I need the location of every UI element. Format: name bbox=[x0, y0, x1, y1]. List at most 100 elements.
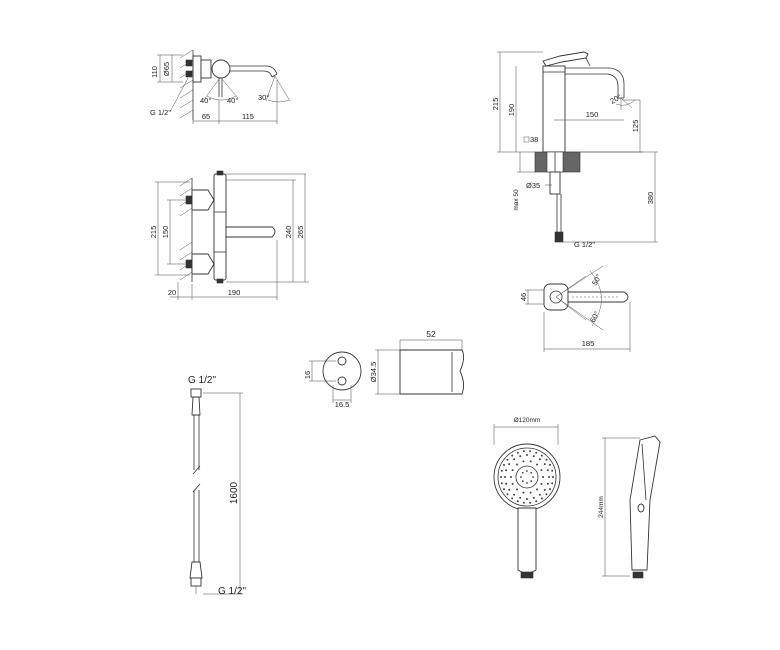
shower-diameter-label: Ø120mm bbox=[514, 417, 541, 424]
spray-nozzle bbox=[552, 476, 554, 478]
thread-label: G 1/2" bbox=[150, 108, 171, 117]
spray-nozzle bbox=[551, 482, 554, 485]
spray-nozzle bbox=[511, 482, 514, 485]
spray-nozzles bbox=[500, 450, 554, 504]
dim-190: 190 bbox=[228, 288, 241, 297]
basin-mixer-drawing: 20° 215 190 38 150 125 max 50 Ø35 bbox=[491, 51, 658, 249]
spray-nozzle bbox=[535, 500, 538, 503]
spray-nozzle bbox=[529, 450, 532, 453]
shower-head-face bbox=[493, 443, 561, 511]
dim-d35: Ø35 bbox=[526, 181, 540, 190]
spray-nozzle bbox=[540, 482, 543, 485]
basin-thread-label: G 1/2" bbox=[574, 240, 595, 249]
dim-190: 190 bbox=[507, 104, 516, 117]
spray-nozzle bbox=[508, 463, 511, 466]
thermo-body bbox=[213, 173, 227, 281]
spray-nozzle bbox=[522, 501, 525, 504]
spray-nozzle bbox=[503, 463, 505, 466]
spray-nozzle bbox=[532, 496, 535, 499]
dim-d65: Ø65 bbox=[162, 62, 171, 76]
spray-nozzle bbox=[513, 493, 516, 496]
spray-nozzle bbox=[520, 476, 522, 478]
spray-nozzle bbox=[516, 488, 518, 491]
spray-nozzle bbox=[545, 493, 548, 496]
spray-nozzle bbox=[535, 451, 538, 454]
dim-46: 46 bbox=[519, 293, 528, 301]
spray-nozzle bbox=[526, 470, 528, 472]
dim-20: 20 bbox=[168, 288, 176, 297]
spray-nozzle bbox=[513, 458, 516, 461]
spray-nozzle bbox=[542, 476, 544, 478]
dim-150: 150 bbox=[161, 226, 170, 239]
hose-end bbox=[554, 231, 564, 243]
spray-nozzle bbox=[503, 488, 505, 491]
eccentric-bottom bbox=[191, 253, 215, 275]
spray-nozzle bbox=[519, 455, 522, 458]
spray-nozzle bbox=[516, 451, 519, 454]
spray-nozzle bbox=[522, 491, 525, 494]
shower-hose-drawing: G 1/2" 1600 G 1/2" bbox=[188, 375, 246, 597]
shower-height: 244mm bbox=[598, 496, 605, 518]
spray-nozzle bbox=[500, 482, 503, 485]
spray-nozzle bbox=[536, 488, 538, 491]
spray-nozzle bbox=[526, 482, 528, 484]
dim-380: 380 bbox=[646, 192, 655, 205]
mixer-body bbox=[542, 65, 566, 153]
dim-d34-5: Ø34.5 bbox=[369, 362, 378, 382]
spray-nozzle bbox=[505, 482, 508, 485]
dim-215: 215 bbox=[491, 98, 500, 111]
dim-125: 125 bbox=[631, 120, 640, 133]
spray-nozzle bbox=[521, 471, 524, 474]
escutcheon bbox=[192, 55, 202, 83]
spray-nozzle bbox=[546, 469, 549, 472]
spray-nozzle bbox=[526, 498, 528, 500]
spray-nozzle bbox=[511, 469, 514, 472]
pipe-connector bbox=[185, 59, 193, 67]
handle-connector bbox=[520, 571, 534, 579]
spray-nozzle bbox=[530, 471, 533, 474]
spray-nozzle bbox=[506, 493, 509, 496]
hose-bottom-nut bbox=[190, 577, 202, 587]
dim-square-38: 38 bbox=[530, 135, 538, 144]
spray-nozzle bbox=[540, 497, 543, 500]
spray-nozzle bbox=[522, 450, 525, 453]
mixer-handle bbox=[542, 51, 589, 67]
spray-nozzle bbox=[522, 460, 525, 463]
basin-mixer-top-view: 50° 60° 46 185 bbox=[519, 265, 631, 352]
spout-body bbox=[200, 59, 212, 79]
holder-front-plate bbox=[322, 351, 362, 391]
spray-nozzle bbox=[500, 469, 503, 472]
spray-nozzle bbox=[536, 463, 538, 466]
spray-nozzle bbox=[506, 458, 509, 461]
spray-nozzle bbox=[511, 497, 514, 500]
angle-30: 30° bbox=[258, 93, 269, 102]
dim-65: 65 bbox=[202, 112, 210, 121]
dim-16-5: 16.5 bbox=[335, 400, 350, 409]
spray-nozzle bbox=[510, 476, 512, 478]
hose-top-thread: G 1/2" bbox=[188, 375, 216, 386]
screw-hole-top bbox=[337, 356, 347, 366]
spray-nozzle bbox=[516, 463, 518, 466]
spray-nozzle bbox=[511, 454, 514, 457]
spray-nozzle bbox=[546, 482, 549, 485]
angle-20: 20° bbox=[609, 92, 623, 105]
hose-bottom-thread: G 1/2" bbox=[218, 586, 246, 597]
dim-215: 215 bbox=[149, 226, 158, 239]
eccentric-top bbox=[191, 189, 215, 211]
spray-nozzle bbox=[529, 491, 532, 494]
spray-nozzle bbox=[551, 469, 554, 472]
spray-nozzle bbox=[508, 488, 511, 491]
spray-nozzle bbox=[505, 469, 508, 472]
dim-185: 185 bbox=[582, 339, 595, 348]
hose-top-nut bbox=[190, 388, 202, 398]
spray-nozzle bbox=[519, 496, 522, 499]
spray-nozzle bbox=[504, 476, 506, 478]
thermo-spout bbox=[225, 226, 276, 238]
dim-max50: max 50 bbox=[513, 189, 520, 211]
spray-nozzle bbox=[538, 458, 541, 461]
spout-pipe bbox=[229, 65, 278, 75]
screw-hole-bottom bbox=[337, 376, 347, 386]
hand-shower-drawing: Ø120mm 244mm bbox=[493, 417, 661, 579]
wall-spout-drawing: 110 Ø65 40° 40° 30° G 1/2" 65 115 bbox=[150, 49, 291, 124]
